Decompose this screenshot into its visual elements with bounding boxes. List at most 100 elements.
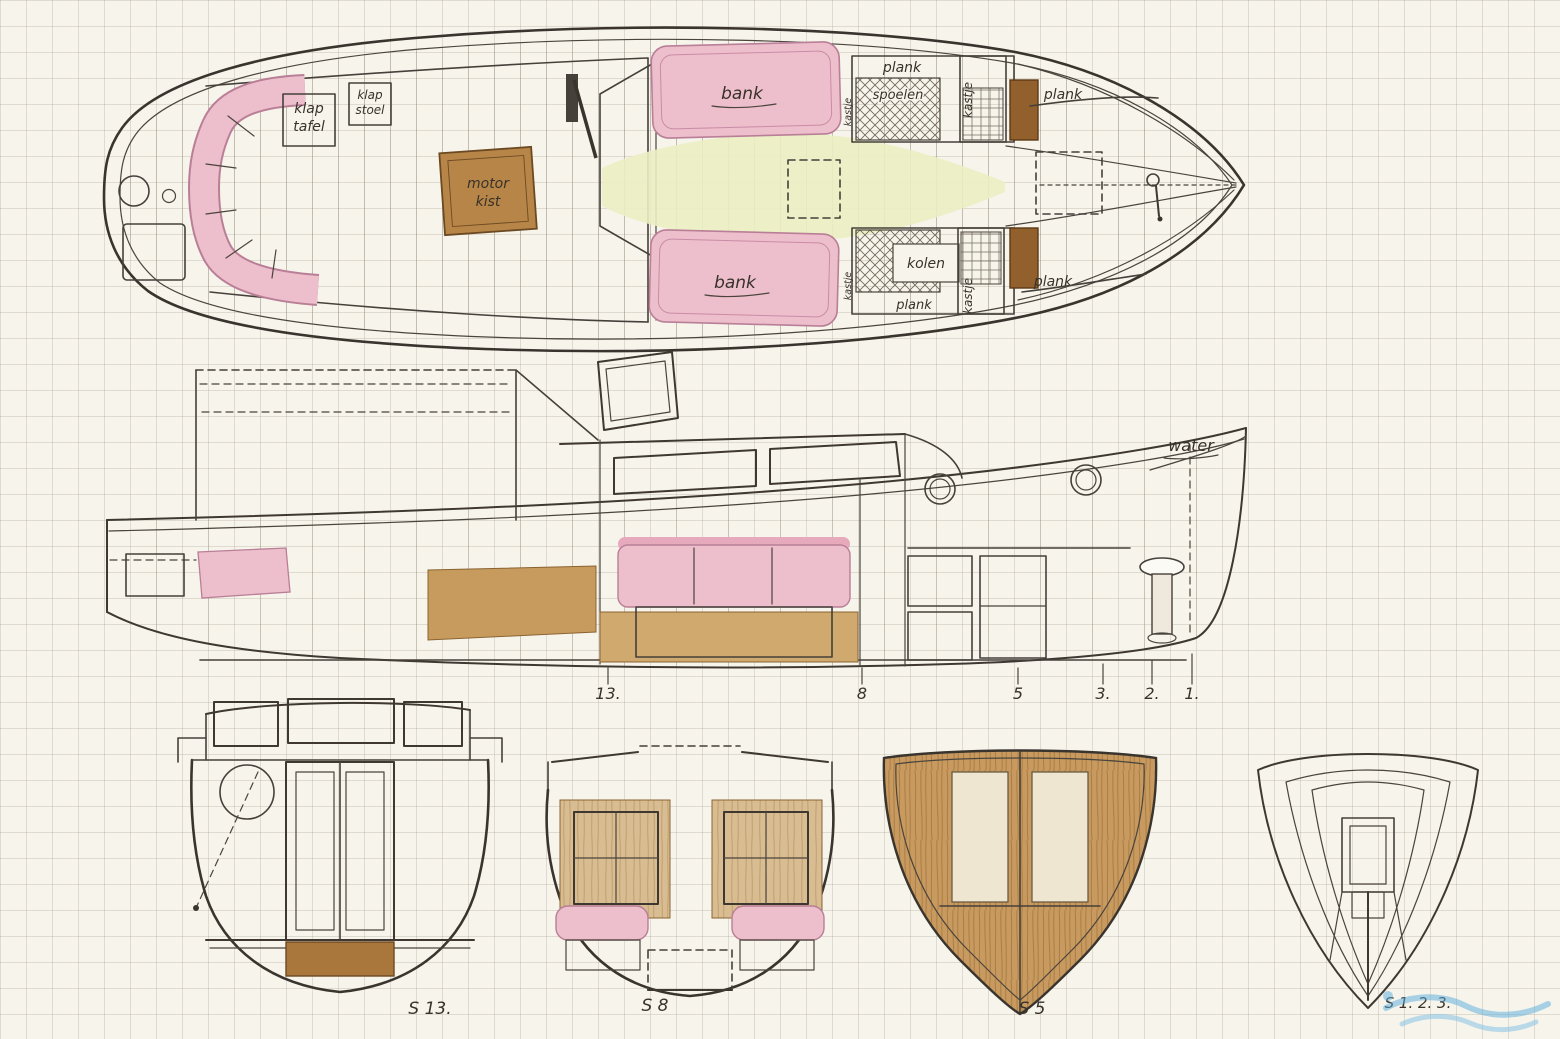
s13-side-decks [177, 737, 503, 763]
plan-view: klap tafel klap stoel motor kist bank [102, 26, 1246, 353]
section-s5: S 5 [882, 749, 1158, 1019]
porthole-2-inner [1075, 469, 1097, 491]
toilet-bowl [1139, 557, 1185, 577]
label-kastje-top: kastje [961, 82, 975, 118]
bow-sheer-lines [1017, 63, 1235, 301]
keel-line [106, 427, 1247, 669]
side-elevation: water 13. 8 5 3. 2. 1. [106, 351, 1247, 703]
toilet-pedestal [1151, 573, 1173, 635]
s8-cabin-sides [547, 761, 833, 791]
bow-structure-inner [1349, 825, 1387, 885]
kolen-box [892, 243, 960, 283]
section-bow: S 1. 2. 3. [1257, 753, 1479, 1012]
bank-bottom-underline [704, 292, 770, 298]
bank-top [650, 41, 842, 139]
s5-panel-right [1031, 771, 1089, 903]
bow-mid [1285, 769, 1451, 997]
label-s5: S 5 [1018, 999, 1045, 1019]
stern-bench-side [197, 547, 291, 599]
cabinet-2 [907, 611, 973, 661]
s13-roof [205, 701, 471, 715]
windshield-plan [599, 63, 653, 257]
station-13: 13. [595, 684, 620, 703]
bank-top-underline [711, 103, 777, 109]
label-spoelen: spoelen [873, 88, 924, 103]
anchor-tip [1157, 216, 1163, 222]
toilet-base [1147, 632, 1177, 644]
s8-seat-right [731, 905, 825, 941]
klap-stoel-box [348, 82, 392, 126]
cockpit-sole [602, 133, 1005, 241]
stern-fitting-large [118, 175, 150, 207]
s13-window-2 [287, 698, 395, 744]
s8-window-left-mullions [573, 811, 659, 905]
label-kastje-mid-top: kastje [843, 98, 854, 127]
watermark [1383, 991, 1551, 1033]
tiled-counter [962, 87, 1004, 141]
plan-hull-outer [102, 26, 1246, 353]
s8-engine-dashed [647, 949, 733, 991]
s13-door-panel-1 [295, 771, 335, 931]
stern-locker [122, 223, 186, 281]
label-motor-kist-2: kist [476, 194, 501, 210]
s8-hull [545, 788, 835, 998]
raised-window-inner [605, 360, 671, 422]
s13-hull [190, 758, 490, 994]
cabinet-3 [979, 555, 1047, 659]
stern-fitting-small [161, 188, 177, 204]
watermark-wave-1 [1383, 994, 1551, 1018]
raised-window [597, 351, 679, 431]
label-plank-top: plank [882, 60, 922, 76]
bow-walkway-lines [1005, 145, 1237, 227]
s8-seat-left [555, 905, 649, 941]
station-5: 5 [1013, 684, 1023, 703]
cockpit-hatch-dashed [787, 159, 841, 219]
bank-bottom [648, 229, 840, 327]
bow-inner [1311, 781, 1425, 985]
section-s13: S 13. [177, 698, 503, 1019]
anchor-fitting [1146, 173, 1160, 187]
porthole-1 [924, 473, 956, 505]
watermark-dot [1383, 991, 1393, 1001]
spoelen-hatch [855, 77, 941, 141]
windshield-slant [515, 369, 599, 441]
door-swing [572, 79, 598, 159]
watermark-wave-2 [1399, 1013, 1539, 1033]
s5-inner-line [895, 757, 1145, 1001]
stern-bench [187, 74, 320, 306]
galley-bottom: kolen kastje kastje plank [843, 227, 1039, 315]
wheelhouse-front-slope [904, 433, 963, 479]
s8-seat-base-left [565, 939, 641, 971]
cabin-sole-side [599, 611, 859, 663]
bow-deck-line [1149, 435, 1247, 471]
cushion-dividers [205, 115, 277, 279]
station-3: 3. [1095, 684, 1110, 703]
label-s13: S 13. [408, 999, 451, 1019]
plank-top-shelf-line [1029, 96, 1159, 107]
s13-tiller-dashed [195, 771, 259, 909]
s8-panel-left [559, 799, 671, 919]
s5-panel-left [951, 771, 1009, 903]
porthole-2 [1070, 464, 1102, 496]
label-klap-tafel-1: klap [294, 101, 324, 117]
s8-window-right-mullions [723, 811, 809, 905]
s8-seat-base-right [739, 939, 815, 971]
wheelhouse-window-1 [613, 449, 757, 495]
wheelhouse-roof [559, 433, 906, 445]
anchor-shank [1155, 185, 1160, 217]
station-2: 2. [1144, 684, 1159, 703]
label-motor-kist-1: motor [467, 176, 510, 192]
label-kastje-bottom: kastje [961, 278, 975, 314]
label-kolen: kolen [907, 256, 945, 272]
sheer-line [106, 427, 1247, 521]
s13-door-panel-2 [345, 771, 385, 931]
s13-window-1 [213, 701, 279, 747]
label-s8: S 8 [641, 996, 668, 1016]
s13-floor-box [285, 941, 395, 977]
motor-kist-box [438, 145, 538, 237]
bow-plan [1005, 63, 1239, 301]
tiled-counter-bottom [960, 231, 1002, 285]
s13-wheel [219, 764, 275, 820]
wheelhouse-window-2 [769, 441, 901, 485]
